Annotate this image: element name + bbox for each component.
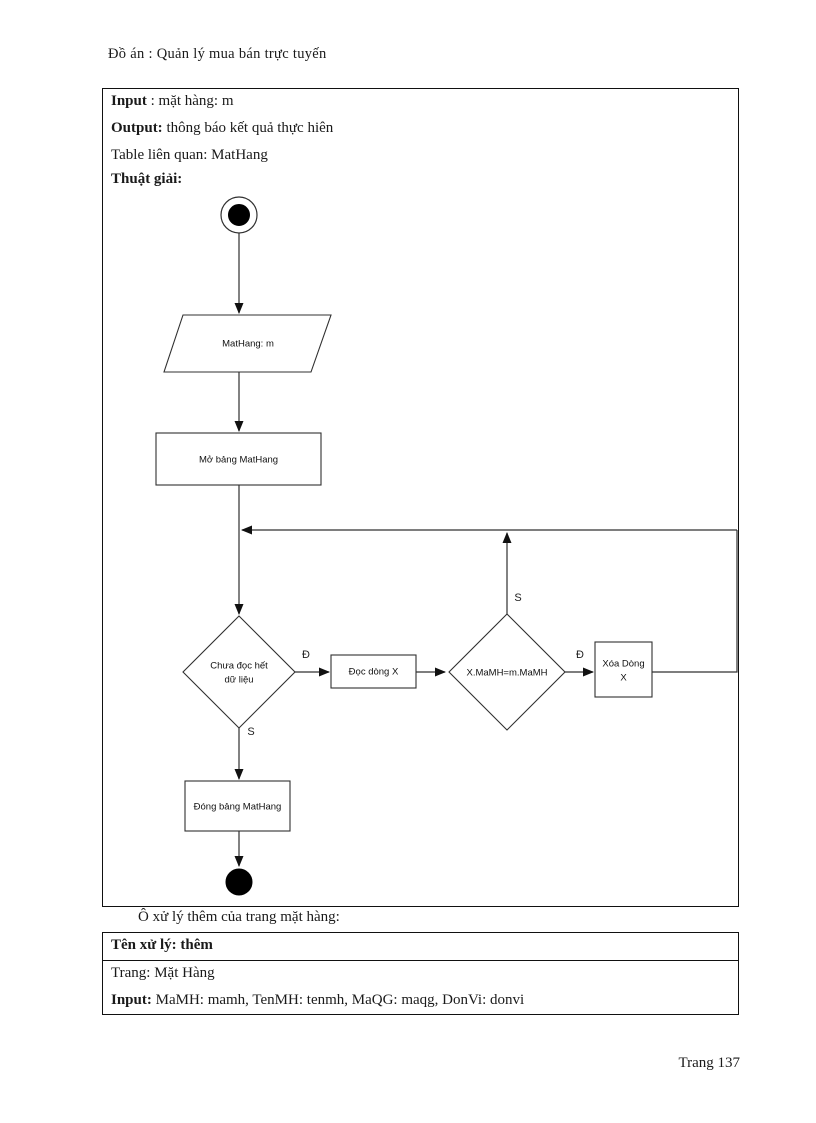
table-row-input: Input : mặt hàng: m	[103, 89, 738, 116]
row-label-output: Output:	[111, 119, 163, 136]
input-output-table: Input : mặt hàng: m Output: thông báo kế…	[102, 88, 739, 171]
table-row-output: Output: thông báo kết quả thực hiên	[103, 116, 738, 143]
row-label-input: Input	[111, 93, 147, 109]
row-value-input-fields: MaMH: mamh, TenMH: tenmh, MaQG: maqg, Do…	[151, 991, 525, 1008]
row-label-table: Table liên quan:	[111, 146, 208, 163]
decision-more-data-line2: dữ liệu	[224, 675, 253, 686]
read-row-box	[330, 654, 417, 689]
branch-label-match-no: S	[514, 592, 521, 604]
row-value-table: MatHang	[211, 146, 268, 163]
row-value-output: thông báo kết quả thực hiên	[166, 119, 334, 136]
row-value-trang: Mặt Hàng	[150, 964, 215, 981]
algorithm-panel: Thuật giải: MatHang: m Mở bảng MatHang	[102, 168, 739, 907]
edge-delete-to-loopback	[652, 530, 738, 673]
branch-label-more-data-yes: Đ	[302, 649, 310, 661]
table-row-trang: Trang: Mặt Hàng	[103, 959, 738, 988]
input-node-label: MatHang: m	[222, 339, 274, 350]
row-label-ten-xu-ly: Tên xử lý: thêm	[111, 937, 213, 953]
end-node	[225, 868, 253, 896]
flowchart-diagram: MatHang: m Mở bảng MatHang Chưa đọc hết …	[155, 196, 738, 896]
process-cell-table: Tên xử lý: thêm Trang: Mặt Hàng Input: M…	[102, 932, 739, 1016]
algorithm-title: Thuật giải:	[111, 171, 183, 187]
decision-match	[448, 613, 566, 731]
row-value-input: mặt hàng: m	[158, 93, 234, 109]
close-table-box	[184, 780, 291, 832]
page-number: Trang 137	[678, 1055, 740, 1071]
row-label-trang: Trang:	[111, 964, 151, 981]
table-row-table-lienquan: Table liên quan: MatHang	[103, 143, 738, 170]
start-node-dot	[228, 204, 250, 226]
decision-more-data-line1: Chưa đọc hết	[210, 661, 268, 672]
decision-match-label: X.MaMH=m.MaMH	[466, 668, 547, 679]
read-row-label: Đọc dòng X	[349, 667, 399, 678]
delete-row-label-line2: X	[620, 673, 627, 684]
section-caption: Ô xử lý thêm của trang mặt hàng:	[138, 909, 340, 925]
row-label-input-fields: Input:	[111, 991, 152, 1008]
branch-label-match-yes: Đ	[576, 649, 584, 661]
decision-more-data	[182, 615, 296, 729]
close-table-label: Đóng bảng MatHang	[194, 802, 282, 813]
running-header: Đồ án : Quản lý mua bán trực tuyến	[108, 46, 327, 62]
delete-row-label-line1: Xóa Dòng	[602, 659, 644, 670]
table-row-input-fields: Input: MaMH: mamh, TenMH: tenmh, MaQG: m…	[103, 988, 738, 1015]
table-row-ten-xu-ly: Tên xử lý: thêm	[103, 933, 738, 960]
branch-label-more-data-no: S	[247, 726, 254, 738]
input-parallelogram	[163, 314, 332, 373]
open-table-label: Mở bảng MatHang	[199, 455, 278, 466]
delete-row-box	[594, 641, 653, 698]
row-sep-input: :	[146, 93, 159, 109]
